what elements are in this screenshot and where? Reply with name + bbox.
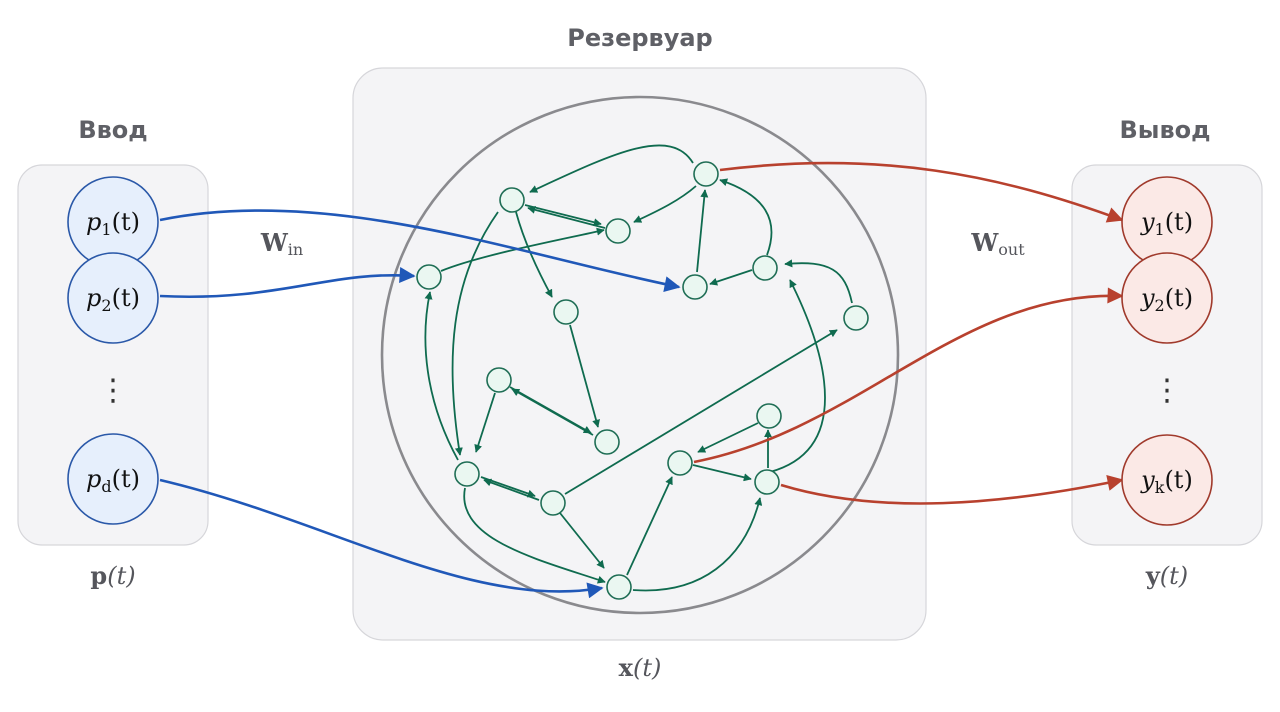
reservoir-node	[594, 429, 620, 455]
output-title: Вывод	[1119, 116, 1210, 144]
reservoir-panel	[352, 67, 927, 641]
reservoir-node	[499, 187, 525, 213]
reservoir-node	[752, 255, 778, 281]
reservoir-node	[540, 490, 566, 516]
input-edges	[159, 209, 681, 599]
output-panel	[1071, 164, 1263, 546]
reservoir-boundary	[380, 95, 900, 615]
y-vector-label: y(t)	[1145, 561, 1188, 590]
reservoir-node	[756, 403, 782, 429]
reservoir-nodes	[416, 161, 869, 600]
output-node-circle	[1121, 434, 1213, 526]
input-node-circle	[67, 433, 159, 525]
w-in-label: Win	[260, 228, 303, 259]
reservoir-node	[843, 305, 869, 331]
reservoir-node	[693, 161, 719, 187]
input-panel	[17, 164, 209, 546]
reservoir-title: Резервуар	[567, 24, 712, 52]
input-node-2: p2(t)	[67, 252, 159, 344]
p-vector-label: p(t)	[90, 561, 135, 590]
reservoir-node	[454, 461, 480, 487]
reservoir-node	[754, 469, 780, 495]
x-vector-label: x(t)	[619, 653, 662, 682]
input-node-1: p1(t)	[67, 176, 159, 268]
input-node-d: pd(t)	[67, 433, 159, 525]
reservoir-node	[606, 574, 632, 600]
reservoir-node	[486, 367, 512, 393]
reservoir-node	[682, 274, 708, 300]
output-node-label: y2(t)	[1140, 284, 1193, 315]
reservoir-node	[553, 299, 579, 325]
output-node-label: y1(t)	[1140, 208, 1193, 239]
input-node-label: pd(t)	[86, 465, 140, 496]
reservoir-node	[667, 450, 693, 476]
output-node-label: yk(t)	[1140, 466, 1193, 497]
output-node-1: y1(t)	[1121, 176, 1213, 268]
output-node-2: y2(t)	[1121, 252, 1213, 344]
reservoir-node	[416, 264, 442, 290]
input-node-circle	[67, 252, 159, 344]
output-node-circle	[1121, 252, 1213, 344]
input-node-label: p1(t)	[86, 208, 140, 239]
input-title: Ввод	[78, 116, 147, 144]
input-ellipsis: ⋮	[98, 373, 128, 408]
input-node-label: p2(t)	[86, 284, 140, 315]
output-edges	[693, 161, 1124, 505]
output-node-k: yk(t)	[1121, 434, 1213, 526]
reservoir-edges	[424, 144, 853, 592]
reservoir-node	[605, 218, 631, 244]
w-out-label: Wout	[970, 228, 1025, 259]
output-ellipsis: ⋮	[1152, 373, 1182, 408]
